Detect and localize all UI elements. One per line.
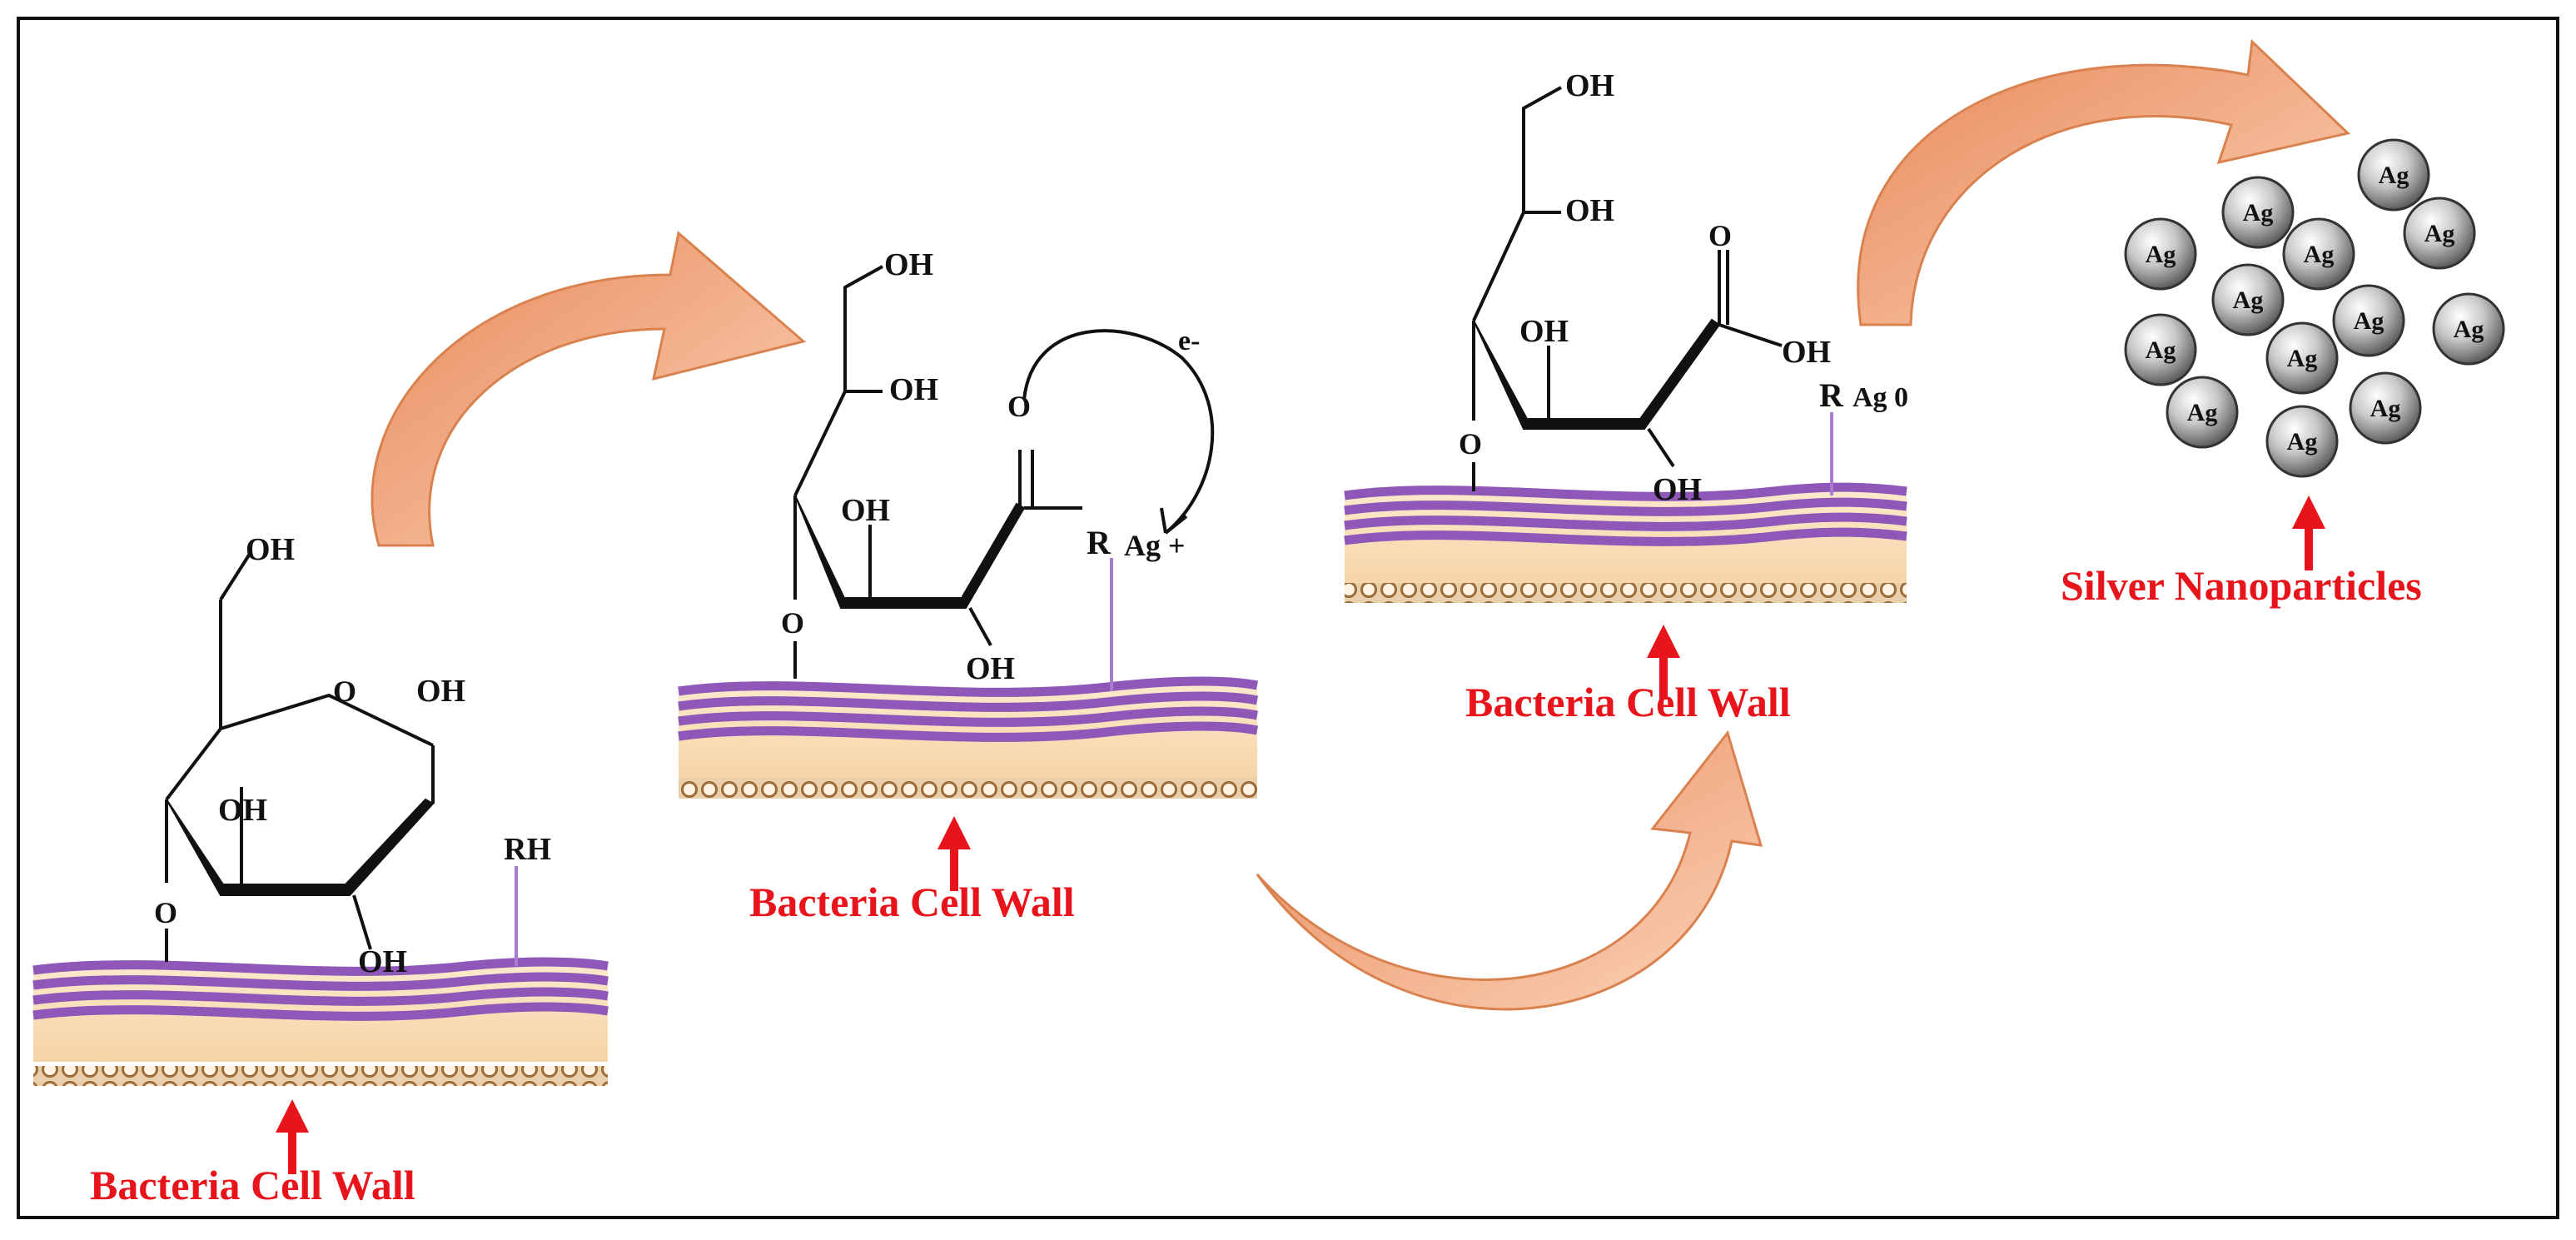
- cell-wall-label-2: Bacteria Cell Wall: [749, 879, 1075, 925]
- silver-sphere: [2282, 217, 2355, 291]
- silver-sphere: [2166, 376, 2239, 449]
- silver-sphere-label: Ag: [2304, 241, 2335, 268]
- stage1-oh-top: OH: [246, 532, 295, 567]
- stage2-oh-mid: OH: [841, 493, 890, 528]
- reaction-arrows: [370, 38, 2351, 1011]
- cell-wall-membrane-1: [32, 957, 609, 1086]
- stage1-oh-mid: OH: [218, 793, 267, 828]
- stage2-carbonyl-o: O: [1007, 390, 1031, 423]
- cell-wall-label-3: Bacteria Cell Wall: [1465, 679, 1791, 725]
- stage2-oh-bottom: OH: [966, 651, 1015, 686]
- silver-sphere: [2432, 292, 2505, 366]
- silver-nanoparticle: Ag: [2403, 197, 2476, 270]
- cell-wall-membrane-2: [678, 676, 1259, 799]
- silver-nanoparticle: Ag: [2349, 371, 2422, 445]
- silver-sphere: [2124, 313, 2197, 386]
- silver-nanoparticle: Ag: [2166, 376, 2239, 449]
- stage-1-glucose: [32, 552, 609, 1086]
- stage3-ag-zero: Ag 0: [1852, 382, 1908, 413]
- cell-wall-label-1: Bacteria Cell Wall: [90, 1162, 415, 1208]
- curved-arrow-2: [1256, 730, 1763, 1011]
- silver-sphere: [2357, 138, 2430, 212]
- red-up-arrow-3: [1647, 625, 1680, 700]
- silver-nanoparticle: Ag: [2211, 263, 2285, 336]
- cell-wall-membrane-3: [1344, 482, 1907, 603]
- silver-nanoparticle: Ag: [2124, 313, 2197, 386]
- silver-sphere-label: Ag: [2424, 220, 2455, 247]
- curved-arrow-1: [370, 231, 807, 547]
- silver-sphere-label: Ag: [2287, 428, 2318, 456]
- silver-sphere: [2124, 217, 2197, 291]
- silver-sphere: [2265, 405, 2339, 478]
- stage3-carbonyl-o: O: [1708, 219, 1732, 252]
- stage1-oh-right: OH: [416, 674, 465, 709]
- silver-nanoparticle: Ag: [2265, 405, 2339, 478]
- stage1-rh: RH: [504, 832, 551, 867]
- silver-sphere-label: Ag: [2187, 399, 2218, 426]
- curved-arrow-3: [1857, 38, 2351, 326]
- silver-nanoparticles-label: Silver Nanoparticles: [2061, 562, 2422, 609]
- silver-sphere-label: Ag: [2287, 345, 2318, 372]
- stage1-oh-bottom: OH: [358, 944, 407, 979]
- silver-nanoparticle: Ag: [2221, 176, 2295, 249]
- stage3-linker-o: O: [1459, 427, 1482, 461]
- stage3-r: R: [1819, 376, 1844, 414]
- stage1-linker-o: O: [154, 896, 177, 929]
- silver-sphere-label: Ag: [2379, 162, 2409, 189]
- stage2-linker-o: O: [781, 606, 804, 640]
- silver-sphere: [2265, 321, 2339, 395]
- silver-sphere-label: Ag: [2233, 286, 2264, 314]
- silver-sphere-label: Ag: [2454, 316, 2484, 343]
- silver-nanoparticle: Ag: [2332, 284, 2405, 357]
- silver-sphere: [2332, 284, 2405, 357]
- silver-sphere: [2211, 263, 2285, 336]
- stage3-oh-top1: OH: [1565, 68, 1614, 103]
- figure-frame: [17, 17, 2559, 1219]
- stage3-oh-bottom: OH: [1653, 472, 1702, 507]
- red-up-arrow-2: [937, 816, 971, 891]
- stage2-oh-top1: OH: [884, 247, 933, 282]
- silver-nanoparticle: Ag: [2265, 321, 2339, 395]
- silver-sphere-label: Ag: [2146, 241, 2176, 268]
- stage-3-reduced: [1344, 86, 1907, 603]
- label-arrows: [276, 496, 2325, 1174]
- stage2-ag-ion: Ag +: [1124, 529, 1186, 562]
- silver-sphere-label: Ag: [2354, 307, 2385, 335]
- silver-nanoparticle: Ag: [2432, 292, 2505, 366]
- stage2-r: R: [1087, 524, 1111, 561]
- stage-2-complex: [678, 265, 1259, 799]
- stage3-oh-mid: OH: [1519, 314, 1569, 349]
- stage3-oh-acid: OH: [1782, 335, 1831, 370]
- red-up-arrow-1: [276, 1099, 309, 1174]
- stage1-ring-o: O: [333, 675, 356, 708]
- silver-sphere-label: Ag: [2243, 199, 2274, 227]
- silver-nanoparticle: Ag: [2124, 217, 2197, 291]
- silver-nanoparticle: Ag: [2282, 217, 2355, 291]
- stage2-oh-top2: OH: [889, 372, 938, 407]
- silver-sphere: [2349, 371, 2422, 445]
- stage2-electron: e-: [1178, 326, 1200, 356]
- silver-nanoparticle: Ag: [2357, 138, 2430, 212]
- red-up-arrow-4: [2292, 496, 2325, 570]
- stage3-oh-top2: OH: [1565, 193, 1614, 228]
- silver-sphere-label: Ag: [2146, 336, 2176, 364]
- silver-sphere: [2221, 176, 2295, 249]
- silver-sphere-label: Ag: [2370, 395, 2401, 422]
- silver-sphere: [2403, 197, 2476, 270]
